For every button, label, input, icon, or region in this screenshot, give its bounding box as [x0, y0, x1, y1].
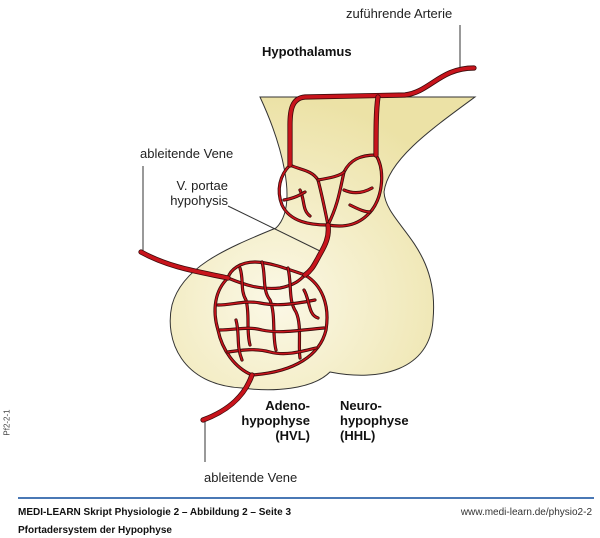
capillary-vessel — [234, 318, 244, 362]
capillary-vessel — [213, 276, 254, 377]
vein-bottom — [200, 372, 255, 423]
capillary-vessel — [250, 273, 329, 377]
capillary-vessel — [260, 260, 278, 352]
footer-subtitle: Pfortadersystem der Hypophyse — [18, 525, 172, 536]
label-adeno-line2: hypophyse — [241, 413, 310, 428]
capillary-vessel — [316, 170, 346, 182]
label-artery-in: zuführende Arterie — [346, 6, 453, 21]
capillary-vessel — [348, 203, 372, 214]
footer-url[interactable]: www.medi-learn.de/physio2-2 — [460, 507, 592, 518]
label-portal-vein-line1: V. portae — [176, 178, 228, 193]
label-neuro-line3: (HHL) — [340, 428, 376, 443]
capillary-vessel — [282, 190, 307, 202]
capillary-vessel — [238, 266, 252, 347]
label-portal-vein: V. portae hypohysis — [170, 178, 228, 208]
capillary-vessel — [216, 298, 317, 307]
capillary-vessel — [218, 326, 326, 334]
label-adeno-line3: (HVL) — [275, 428, 310, 443]
label-neuro-line2: hypophyse — [340, 413, 409, 428]
capillary-vessel — [286, 266, 302, 360]
label-vein-bottom: ableitende Vene — [204, 470, 298, 485]
footer-rule — [18, 497, 594, 499]
label-adenohypophyse: Adeno- hypophyse (HVL) — [234, 398, 310, 443]
figure-code: Pf2-2-1 — [2, 409, 12, 436]
pituitary-gland-outline — [169, 96, 477, 391]
capillary-vessel — [342, 186, 374, 195]
capillary-vessel — [226, 260, 307, 280]
capillary-vessel — [326, 153, 384, 228]
label-vein-left: ableitende Vene — [140, 146, 234, 161]
label-portal-vein-line2: hypohysis — [170, 193, 228, 208]
artery-in — [287, 65, 477, 168]
label-hypothalamus: Hypothalamus — [262, 44, 352, 59]
label-adeno-line1: Adeno- — [265, 398, 310, 413]
footer-title: MEDI-LEARN Skript Physiologie 2 – Abbild… — [18, 507, 292, 518]
leader-portal-vein — [227, 205, 323, 253]
capillary-vessel — [302, 288, 320, 320]
vein-left — [138, 249, 231, 281]
capillary-vessel — [277, 163, 330, 227]
label-neuro-line1: Neuro- — [340, 398, 382, 413]
label-neurohypophyse: Neuro- hypophyse (HHL) — [340, 398, 409, 443]
portal-vein — [302, 222, 331, 278]
artery-branch-right — [373, 94, 381, 158]
